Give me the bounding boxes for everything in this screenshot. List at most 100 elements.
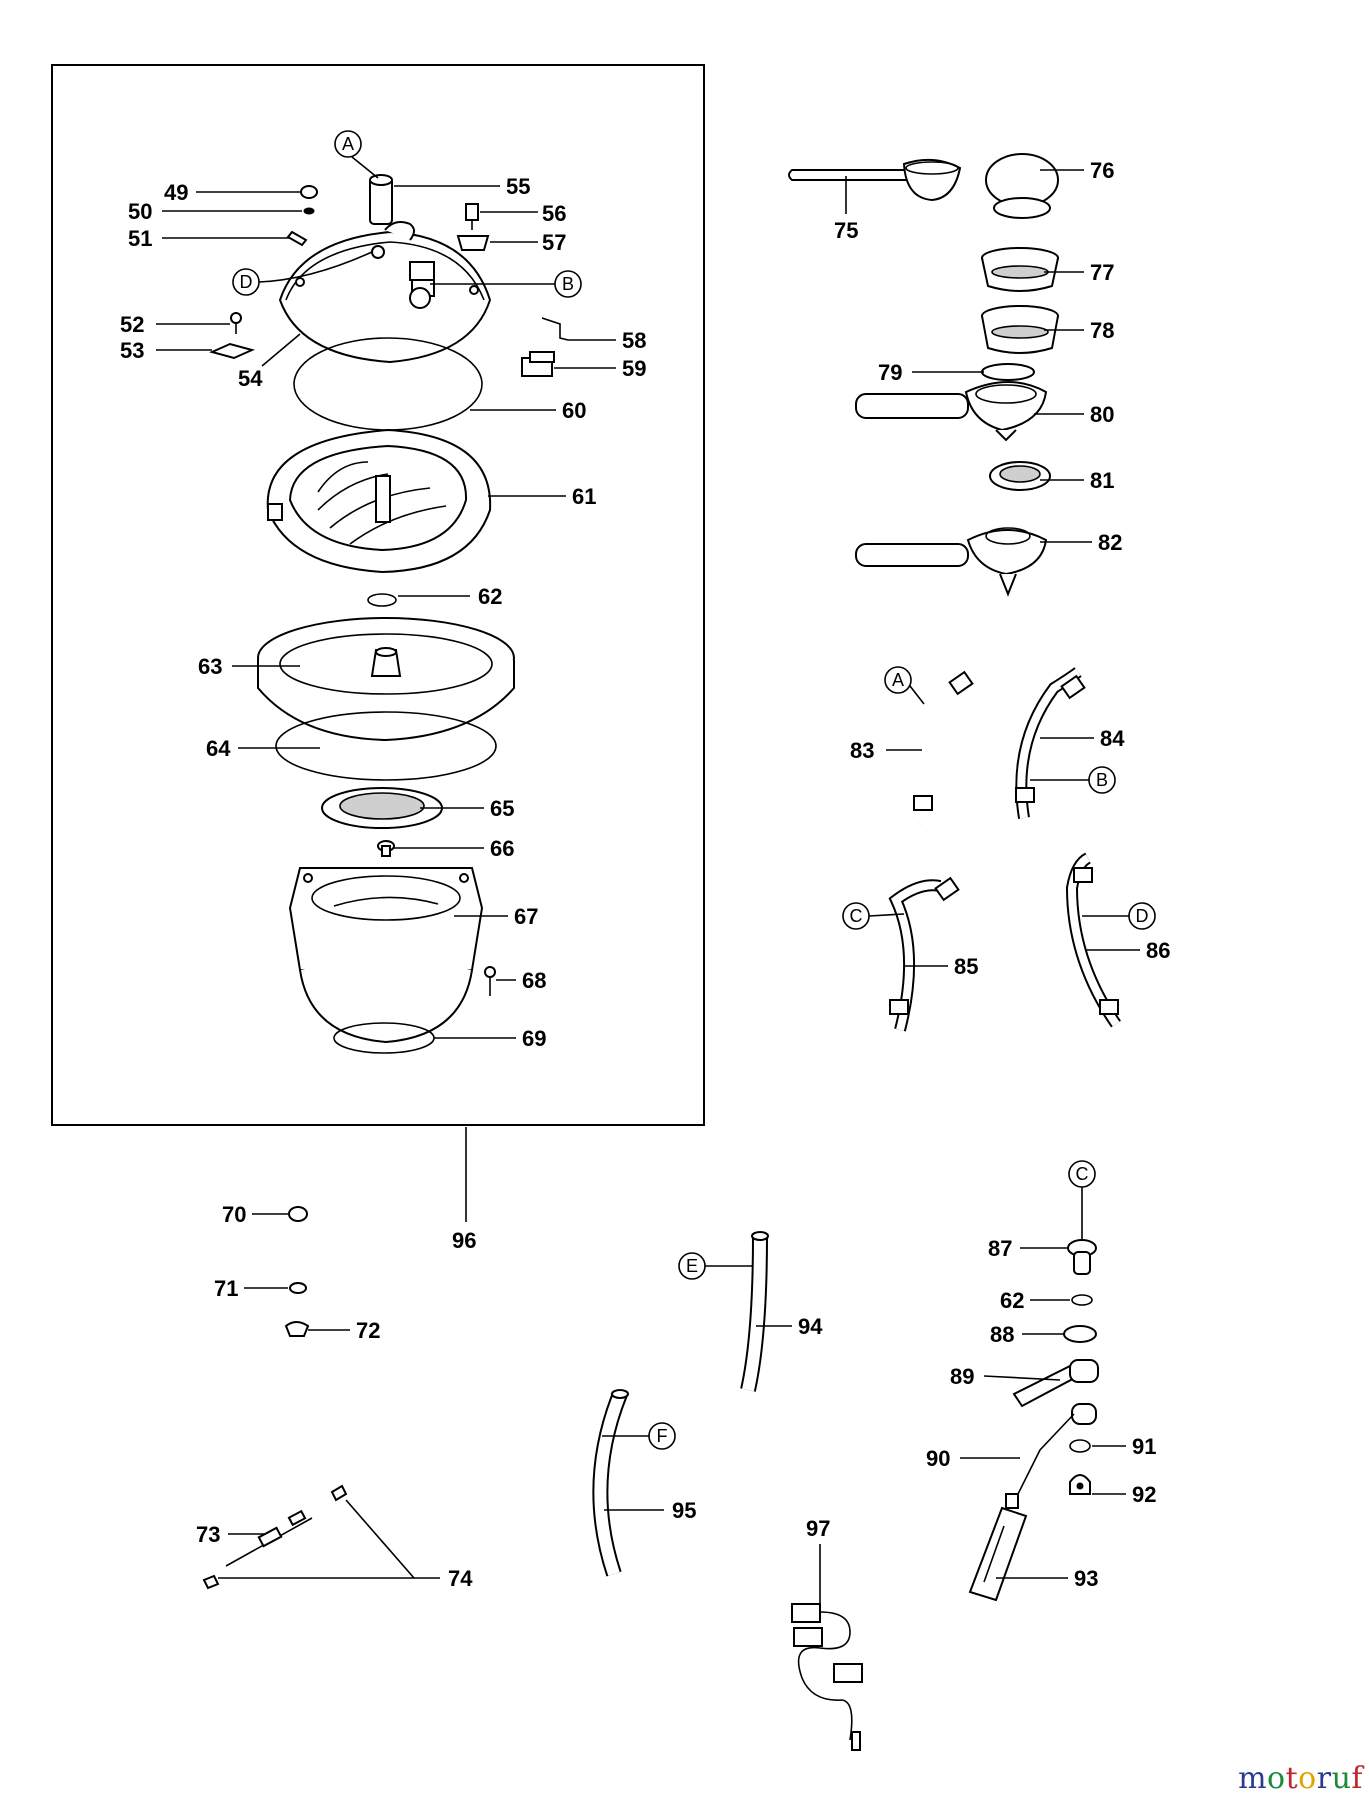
- part-number-62b: 62: [1000, 1288, 1024, 1313]
- part-65-shape: [321, 787, 443, 829]
- part-87-shape: [1067, 1239, 1097, 1275]
- part-74b-shape: [202, 1574, 220, 1590]
- svg-text:A: A: [342, 134, 354, 154]
- part-97-shape: [791, 1603, 863, 1751]
- part-number-81: 81: [1090, 468, 1114, 493]
- part-number-82: 82: [1098, 530, 1122, 555]
- part-number-80: 80: [1090, 402, 1114, 427]
- part-number-71: 71: [214, 1276, 238, 1301]
- part-64-shape: [275, 711, 497, 781]
- part-53-shape: [209, 342, 255, 360]
- part-85-shape: [888, 876, 960, 1032]
- callout-c-valve: C: [1068, 1160, 1096, 1188]
- leader-callout-a-hose: [909, 685, 925, 705]
- part-number-88: 88: [990, 1322, 1014, 1347]
- part-80-shape: [855, 363, 1048, 442]
- callout-d-hose: D: [1128, 902, 1156, 930]
- part-number-54: 54: [238, 366, 263, 391]
- part-number-96: 96: [452, 1228, 476, 1253]
- part-51-shape: [286, 230, 308, 247]
- part-62b-shape: [1071, 1294, 1093, 1306]
- part-number-49: 49: [164, 180, 188, 205]
- part-number-85: 85: [954, 954, 978, 979]
- svg-text:C: C: [1076, 1164, 1089, 1184]
- part-number-59: 59: [622, 356, 646, 381]
- part-number-69: 69: [522, 1026, 546, 1051]
- part-number-93: 93: [1074, 1566, 1098, 1591]
- part-number-61: 61: [572, 484, 596, 509]
- watermark-letter: o: [1267, 1761, 1286, 1796]
- part-number-56: 56: [542, 201, 566, 226]
- part-89-shape: [1012, 1359, 1099, 1408]
- svg-text:F: F: [657, 1426, 668, 1446]
- part-number-70: 70: [222, 1202, 246, 1227]
- leader-callout-c-hose: [868, 913, 905, 917]
- leader-74a: [345, 1499, 415, 1579]
- part-57-shape: [456, 235, 490, 251]
- callout-b-hose: B: [1088, 766, 1116, 794]
- part-93-shape: [968, 1506, 1028, 1602]
- part-number-92: 92: [1132, 1482, 1156, 1507]
- part-59-shape: [521, 351, 555, 377]
- svg-text:E: E: [686, 1256, 698, 1276]
- watermark-letter: m: [1238, 1761, 1268, 1796]
- svg-text:D: D: [240, 272, 253, 292]
- part-number-52: 52: [120, 312, 144, 337]
- part-number-78: 78: [1090, 318, 1114, 343]
- part-number-91: 91: [1132, 1434, 1156, 1459]
- part-number-74: 74: [448, 1566, 473, 1591]
- part-73-shape: [225, 1509, 313, 1567]
- part-77-shape: [981, 247, 1059, 292]
- part-number-73: 73: [196, 1522, 220, 1547]
- part-61-shape: [266, 428, 492, 574]
- part-67-shape: [288, 867, 484, 1044]
- callout-b-top: B: [554, 270, 582, 298]
- part-number-72: 72: [356, 1318, 380, 1343]
- part-number-76: 76: [1090, 158, 1114, 183]
- part-92-shape: [1069, 1474, 1091, 1495]
- part-86-shape: [1065, 852, 1121, 1028]
- part-number-86: 86: [1146, 938, 1170, 963]
- part-71-shape: [289, 1282, 307, 1294]
- watermark-letter: t: [1285, 1761, 1299, 1796]
- part-74a-shape: [330, 1484, 348, 1502]
- part-number-50: 50: [128, 199, 152, 224]
- callout-e: E: [678, 1252, 706, 1280]
- part-90-shape: [1005, 1403, 1097, 1509]
- part-number-89: 89: [950, 1364, 974, 1389]
- part-number-67: 67: [514, 904, 538, 929]
- part-number-64: 64: [206, 736, 231, 761]
- part-number-68: 68: [522, 968, 546, 993]
- part-83-shape: [911, 670, 974, 826]
- leader-89: [983, 1375, 1061, 1381]
- watermark-letter: u: [1331, 1761, 1352, 1796]
- part-78-shape: [981, 305, 1059, 354]
- part-number-51: 51: [128, 226, 152, 251]
- part-94-shape: [740, 1231, 769, 1392]
- part-88-shape: [1063, 1325, 1097, 1343]
- callout-a-top: A: [334, 130, 362, 158]
- part-84-shape: [1015, 667, 1086, 819]
- part-number-87: 87: [988, 1236, 1012, 1261]
- part-number-58: 58: [622, 328, 646, 353]
- part-number-66: 66: [490, 836, 514, 861]
- svg-text:D: D: [1136, 906, 1149, 926]
- watermark-letter: o: [1298, 1761, 1317, 1796]
- part-54-shape: [278, 221, 492, 364]
- part-55-shape: [369, 174, 393, 225]
- part-number-94: 94: [798, 1314, 823, 1339]
- callout-f: F: [648, 1422, 676, 1450]
- part-number-84: 84: [1100, 726, 1125, 751]
- part-number-53: 53: [120, 338, 144, 363]
- part-82-shape: [855, 527, 1048, 597]
- part-52-shape: [230, 312, 242, 334]
- part-63-shape: [257, 617, 515, 742]
- part-number-97: 97: [806, 1516, 830, 1541]
- part-75-shape: [788, 158, 962, 202]
- callout-d-top: D: [232, 268, 260, 296]
- part-68-shape: [484, 966, 496, 996]
- leader-callout-d-top: [258, 251, 373, 283]
- part-49-shape: [300, 185, 318, 199]
- svg-text:B: B: [1096, 770, 1108, 790]
